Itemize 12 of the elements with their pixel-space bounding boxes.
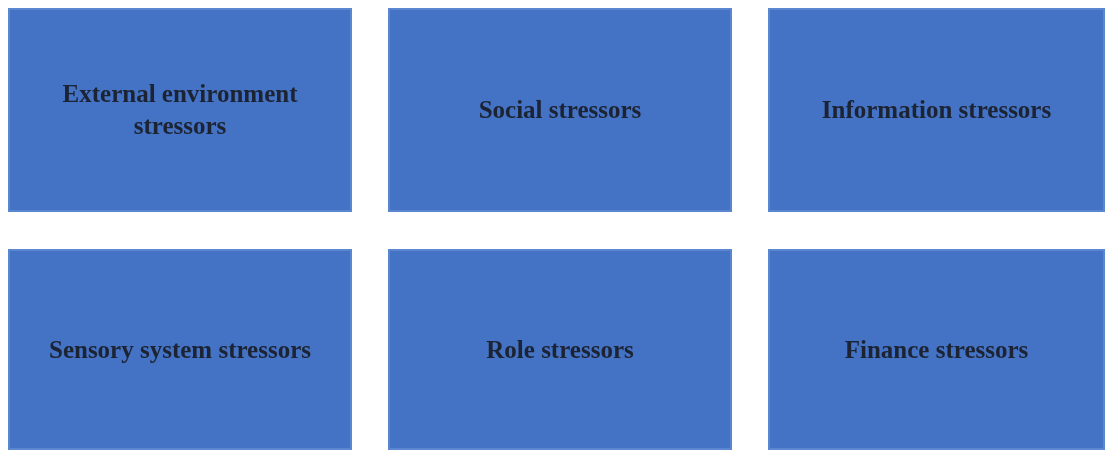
box-label: Social stressors [478,95,642,125]
stressor-box [8,8,352,212]
box-label: External environment stressors [61,79,299,141]
stressor-box [768,249,1105,450]
stressor-box [8,249,352,450]
stressor-box [388,249,732,450]
box-label: Role stressors [486,334,634,365]
box-label: Finance stressors [844,334,1029,365]
stressor-box [768,8,1105,212]
stressor-box [388,8,732,212]
box-label: Information stressors [821,95,1052,125]
box-label: Sensory system stressors [49,334,311,365]
